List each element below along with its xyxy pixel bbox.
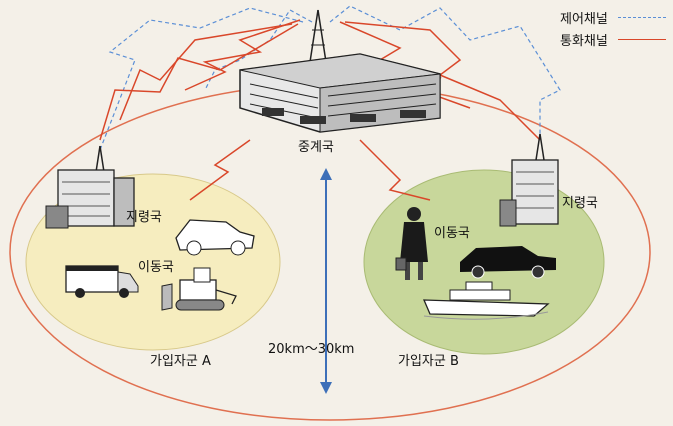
distance-arrow <box>320 168 332 394</box>
mobile-station-right-label: 이동국 <box>434 226 470 241</box>
command-station-left-label: 지령국 <box>126 210 162 225</box>
car-icon <box>175 219 255 256</box>
relay-station-label: 중계국 <box>298 140 334 155</box>
legend-call-swatch <box>618 39 666 40</box>
mobile-station-left-label: 이동국 <box>138 260 174 275</box>
subscriber-group-b-label: 가입자군 B <box>398 354 459 369</box>
legend-control-label: 제어채널 <box>560 12 608 27</box>
command-station-right-label: 지령국 <box>562 196 598 211</box>
command-building-left-icon <box>45 145 135 229</box>
legend-control-swatch <box>618 17 666 18</box>
legend: 제어채널 통화채널 <box>560 4 672 52</box>
relay-building-icon <box>239 9 441 133</box>
sedan-icon <box>460 246 556 279</box>
boat-icon <box>423 281 550 320</box>
legend-control-channel: 제어채널 <box>560 8 666 28</box>
distance-label: 20km～30km <box>268 342 355 357</box>
command-building-right-icon <box>499 133 559 227</box>
ambulance-icon <box>65 265 139 298</box>
legend-call-label: 통화채널 <box>560 34 608 49</box>
bulldozer-icon <box>161 267 237 311</box>
woman-icon <box>395 207 428 280</box>
legend-call-channel: 통화채널 <box>560 30 666 50</box>
subscriber-group-a-label: 가입자군 A <box>150 354 211 369</box>
